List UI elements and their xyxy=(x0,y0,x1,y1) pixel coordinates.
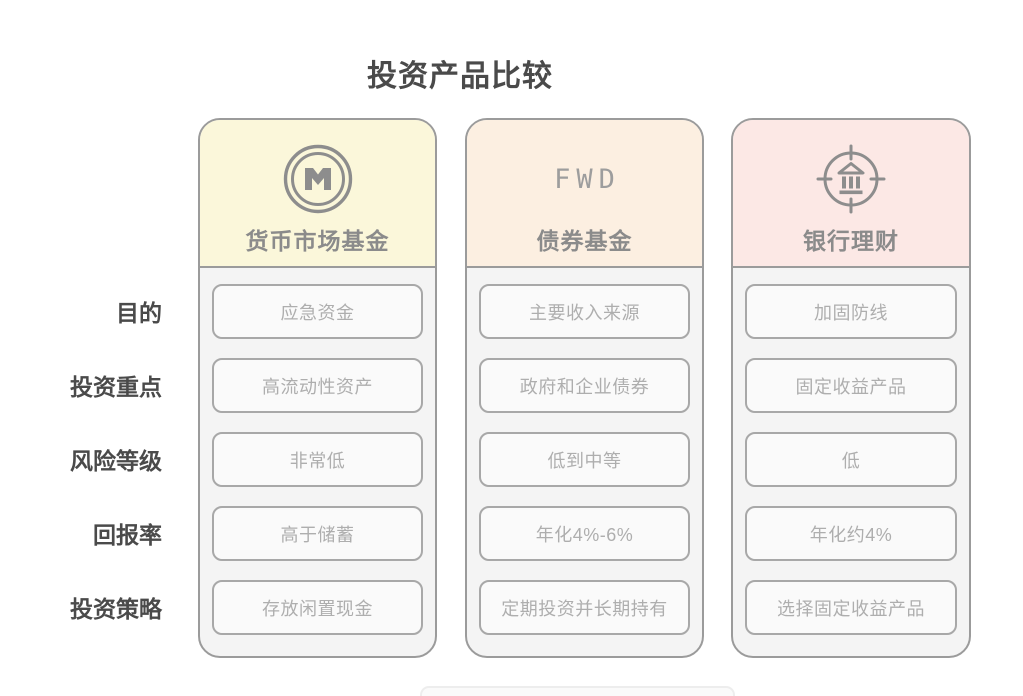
column-body: 应急资金 高流动性资产 非常低 高于储蓄 存放闲置现金 xyxy=(200,268,435,635)
cell-strategy: 存放闲置现金 xyxy=(212,580,423,635)
cell-return: 年化4%-6% xyxy=(479,506,690,561)
cell-purpose: 应急资金 xyxy=(212,284,423,339)
column-title: 货币市场基金 xyxy=(245,228,390,254)
cell-focus: 政府和企业债券 xyxy=(479,358,690,413)
column-title: 银行理财 xyxy=(803,228,899,254)
column-money-market-fund: 货币市场基金 应急资金 高流动性资产 非常低 高于储蓄 存放闲置现金 xyxy=(198,118,437,658)
column-header: 银行理财 xyxy=(733,120,969,268)
cell-focus: 高流动性资产 xyxy=(212,358,423,413)
column-header: 货币市场基金 xyxy=(200,120,435,268)
bank-target-icon xyxy=(813,140,889,218)
cell-risk: 低 xyxy=(745,432,957,487)
cell-strategy: 选择固定收益产品 xyxy=(745,580,957,635)
column-bond-fund: FWD 债券基金 主要收入来源 政府和企业债券 低到中等 年化4%-6% 定期投… xyxy=(465,118,704,658)
fwd-logo-label: FWD xyxy=(554,163,621,195)
cell-risk: 低到中等 xyxy=(479,432,690,487)
column-title: 债券基金 xyxy=(536,228,633,254)
column-bank-wealth: 银行理财 加固防线 固定收益产品 低 年化约4% 选择固定收益产品 xyxy=(731,118,971,658)
partially-visible-box-below xyxy=(420,686,735,696)
cell-return: 年化约4% xyxy=(745,506,957,561)
circle-m-coin-icon xyxy=(282,140,354,218)
page-title: 投资产品比较 xyxy=(367,60,553,93)
fwd-logo-text: FWD xyxy=(548,140,621,218)
cell-focus: 固定收益产品 xyxy=(745,358,957,413)
cell-purpose: 加固防线 xyxy=(745,284,957,339)
row-label-risk-level: 风险等级 xyxy=(70,448,162,474)
row-label-investment-focus: 投资重点 xyxy=(70,374,162,400)
cell-return: 高于储蓄 xyxy=(212,506,423,561)
cell-purpose: 主要收入来源 xyxy=(479,284,690,339)
row-label-return-rate: 回报率 xyxy=(93,522,162,548)
row-label-strategy: 投资策略 xyxy=(70,596,162,622)
row-label-purpose: 目的 xyxy=(116,300,162,326)
column-body: 主要收入来源 政府和企业债券 低到中等 年化4%-6% 定期投资并长期持有 xyxy=(467,268,702,635)
column-body: 加固防线 固定收益产品 低 年化约4% 选择固定收益产品 xyxy=(733,268,969,635)
cell-risk: 非常低 xyxy=(212,432,423,487)
column-header: FWD 债券基金 xyxy=(467,120,702,268)
cell-strategy: 定期投资并长期持有 xyxy=(479,580,690,635)
